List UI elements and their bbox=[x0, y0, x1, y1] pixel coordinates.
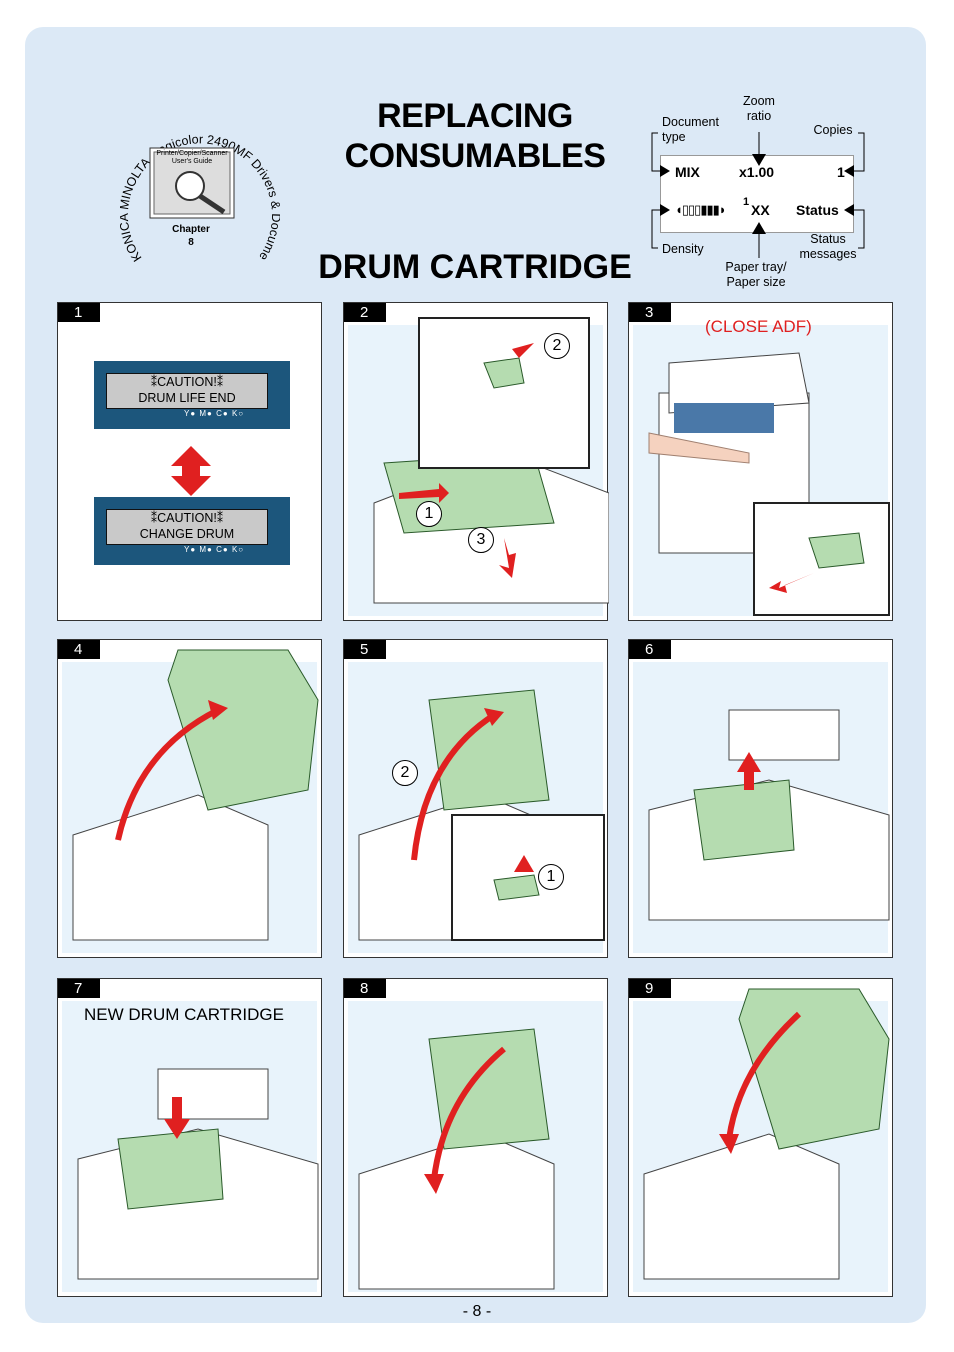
step-5-panel: 5 2 1 bbox=[343, 639, 608, 958]
step-9-illustration bbox=[643, 988, 890, 1280]
label-density: Density bbox=[662, 242, 704, 256]
step-1-panel: 1 ⁑CAUTION!⁑ DRUM LIFE END Y● M● C● K○ ⁑… bbox=[57, 302, 322, 621]
label-status-messages: Status messages bbox=[799, 232, 857, 261]
diagram-pointers bbox=[651, 132, 865, 258]
badge-book-title: Printer/Copier/Scanner bbox=[156, 150, 228, 157]
section-title: DRUM CARTRIDGE bbox=[318, 248, 632, 286]
lcd-change-drum: ⁑CAUTION!⁑ CHANGE DRUM Y● M● C● K○ bbox=[94, 497, 290, 565]
callout-2: 2 bbox=[544, 333, 570, 359]
callout-3: 3 bbox=[468, 527, 494, 553]
cd-rom-badge: KONICA MINOLTA magicolor 2490MF Drivers … bbox=[115, 97, 283, 288]
step-3-panel: 3 (CLOSE ADF) bbox=[628, 302, 893, 621]
step-3-illustration bbox=[648, 352, 890, 616]
toner-indicator: Y● M● C● K○ bbox=[184, 545, 245, 554]
label-paper-tray: Paper tray/ Paper size bbox=[725, 260, 787, 289]
step-number: 3 bbox=[629, 303, 671, 322]
step-6-panel: 6 bbox=[628, 639, 893, 958]
step-number: 9 bbox=[629, 979, 671, 998]
step-number: 4 bbox=[58, 640, 100, 659]
lcd-mix: MIX bbox=[675, 164, 700, 180]
close-adf-caption: (CLOSE ADF) bbox=[705, 317, 812, 336]
step-number: 5 bbox=[344, 640, 386, 659]
status-lcd: MIX x1.00 1 ◖▯▯▯▮▮▮◗ 1 XX Status bbox=[660, 155, 854, 233]
toner-indicator: Y● M● C● K○ bbox=[184, 409, 245, 418]
lcd-paper-size: XX bbox=[751, 202, 770, 218]
lcd-caution-text: ⁑CAUTION!⁑ bbox=[150, 511, 224, 525]
lcd-status: Status bbox=[796, 202, 839, 218]
label-document-type: Document type bbox=[662, 115, 719, 144]
badge-book-subtitle: User's Guide bbox=[171, 158, 213, 165]
step-number: 2 bbox=[344, 303, 386, 322]
step-number: 1 bbox=[58, 303, 100, 322]
display-diagram: Zoom ratio Document type Copies MIX x1.0… bbox=[648, 92, 878, 297]
step-number: 7 bbox=[58, 979, 100, 998]
lcd-drum-life-end: ⁑CAUTION!⁑ DRUM LIFE END Y● M● C● K○ bbox=[94, 361, 290, 429]
step-7-illustration bbox=[77, 1068, 319, 1280]
lcd-message-text: CHANGE DRUM bbox=[139, 527, 235, 541]
step-2-illustration bbox=[373, 317, 609, 604]
title-line-1: REPLACING bbox=[377, 97, 573, 135]
step-number: 8 bbox=[344, 979, 386, 998]
step-9-panel: 9 bbox=[628, 978, 893, 1297]
double-arrow-icon bbox=[171, 446, 211, 496]
step-8-panel: 8 bbox=[343, 978, 608, 1297]
step-8-illustration bbox=[358, 1028, 555, 1290]
density-bar-icon: ◖▯▯▯▮▮▮◗ bbox=[675, 202, 727, 217]
step-number: 6 bbox=[629, 640, 671, 659]
page-title: REPLACING CONSUMABLES bbox=[300, 96, 650, 176]
new-drum-caption: NEW DRUM CARTRIDGE bbox=[84, 1005, 284, 1024]
lcd-zoom: x1.00 bbox=[739, 164, 775, 180]
lcd-tray: 1 bbox=[743, 196, 749, 208]
label-zoom-ratio: Zoom ratio bbox=[743, 94, 775, 123]
step-4-panel: 4 bbox=[57, 639, 322, 958]
label-copies: Copies bbox=[813, 123, 853, 137]
lcd-caution-text: ⁑CAUTION!⁑ bbox=[150, 375, 224, 389]
lcd-copies: 1 bbox=[837, 164, 845, 180]
lcd-message-text: DRUM LIFE END bbox=[138, 391, 236, 405]
page-number: - 8 - bbox=[462, 1303, 492, 1320]
callout-1: 1 bbox=[538, 864, 564, 890]
callout-2: 2 bbox=[392, 760, 418, 786]
lcd-tray-number: 1 bbox=[743, 196, 750, 208]
badge-chapter-number: 8 bbox=[188, 237, 194, 248]
badge-chapter-label: Chapter bbox=[172, 224, 210, 235]
step-2-panel: 2 2 1 3 bbox=[343, 302, 609, 621]
step-6-illustration bbox=[648, 709, 890, 921]
callout-1: 1 bbox=[416, 501, 442, 527]
step-4-illustration bbox=[72, 649, 319, 941]
step-5-illustration bbox=[358, 689, 605, 941]
step-7-panel: 7 NEW DRUM CARTRIDGE bbox=[57, 978, 322, 1297]
title-line-2: CONSUMABLES bbox=[344, 137, 606, 175]
